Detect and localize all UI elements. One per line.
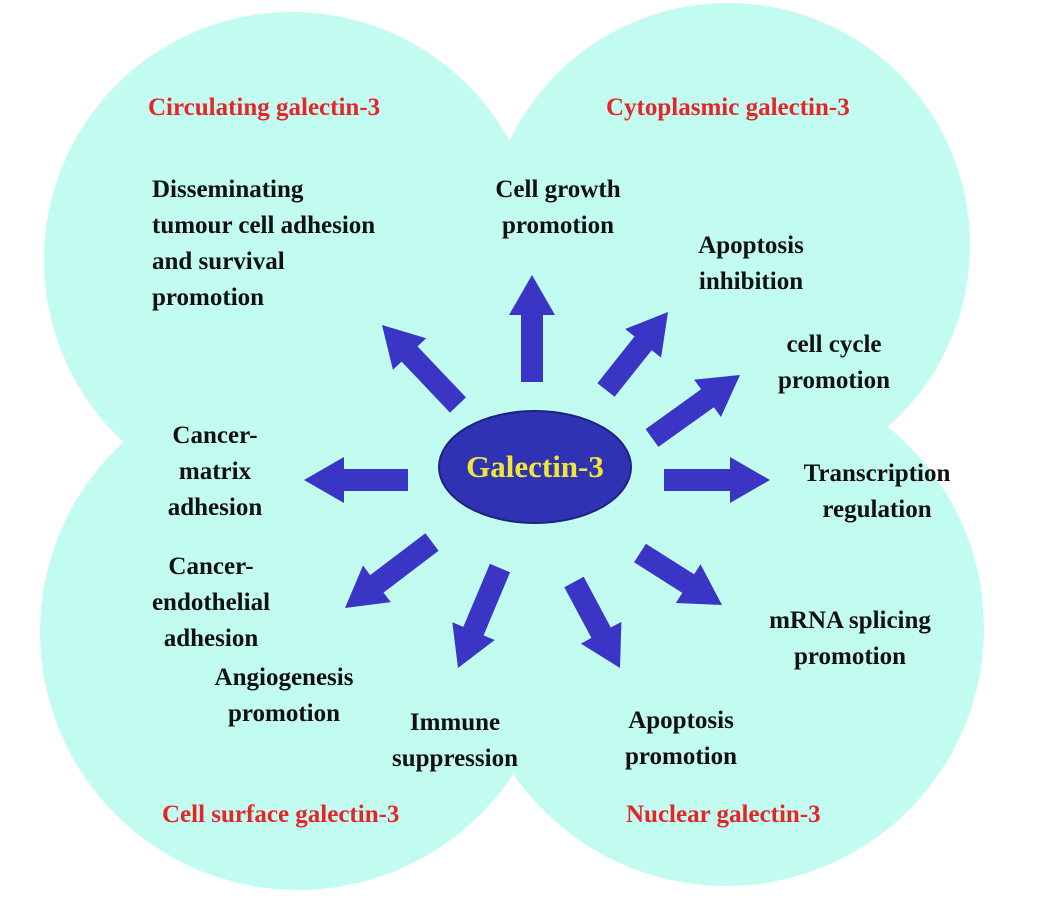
label-line: regulation bbox=[822, 496, 932, 523]
label-line: promotion bbox=[777, 367, 891, 394]
label-line: endothelial bbox=[151, 589, 271, 616]
label-apoptosis-promotion: Apoptosis promotion bbox=[602, 703, 760, 775]
arrow-group bbox=[304, 275, 770, 668]
label-line: Cell growth bbox=[495, 176, 621, 203]
arrow-up-right-icon bbox=[597, 312, 668, 397]
label-line: matrix bbox=[178, 458, 252, 485]
label-line: Apoptosis bbox=[628, 707, 734, 734]
arrow-up-left-icon bbox=[382, 325, 466, 413]
label-line: cell cycle bbox=[786, 331, 882, 358]
title-circulating: Circulating galectin-3 bbox=[148, 94, 381, 121]
label-line: Immune bbox=[409, 709, 501, 736]
label-angiogenesis: Angiogenesis promotion bbox=[196, 660, 372, 732]
label-cell-growth: Cell growth promotion bbox=[478, 172, 638, 244]
label-line: tumour cell adhesion bbox=[152, 212, 376, 239]
label-apoptosis-inhibition: Apoptosis inhibition bbox=[676, 228, 826, 300]
title-cytoplasmic: Cytoplasmic galectin-3 bbox=[606, 94, 850, 121]
label-line: Disseminating bbox=[152, 176, 304, 203]
arrow-right-icon bbox=[664, 457, 770, 503]
label-line: promotion bbox=[227, 700, 341, 727]
label-mrna-splicing: mRNA splicing promotion bbox=[745, 603, 955, 675]
arrow-left-down-icon bbox=[345, 533, 439, 608]
label-line: Apoptosis bbox=[698, 232, 804, 259]
label-line: promotion bbox=[501, 212, 615, 239]
arrow-up-icon bbox=[509, 275, 555, 382]
title-nuclear: Nuclear galectin-3 bbox=[626, 801, 821, 828]
core-label: Galectin-3 bbox=[466, 449, 604, 484]
arrow-down-left-icon bbox=[452, 563, 511, 668]
label-line: adhesion bbox=[163, 625, 259, 652]
label-cell-cycle: cell cycle promotion bbox=[754, 327, 914, 399]
title-cell-surface: Cell surface galectin-3 bbox=[162, 801, 400, 828]
arrow-right-down-icon bbox=[634, 543, 722, 605]
label-line: suppression bbox=[392, 745, 518, 772]
label-cancer-matrix: Cancer- matrix adhesion bbox=[140, 418, 290, 526]
label-line: mRNA splicing bbox=[769, 607, 931, 634]
label-line: promotion bbox=[793, 643, 907, 670]
label-immune: Immune suppression bbox=[372, 705, 538, 777]
label-line: Cancer- bbox=[168, 553, 254, 580]
label-line: Angiogenesis bbox=[214, 664, 354, 691]
label-line: adhesion bbox=[167, 494, 263, 521]
arrow-left-icon bbox=[304, 457, 408, 503]
label-line: Cancer- bbox=[172, 422, 258, 449]
galectin-core bbox=[438, 410, 632, 524]
label-cancer-endothelial: Cancer- endothelial adhesion bbox=[126, 549, 296, 657]
arrow-right-up-icon bbox=[645, 375, 740, 447]
label-line: and survival bbox=[152, 248, 285, 275]
label-line: promotion bbox=[624, 743, 738, 770]
label-line: inhibition bbox=[698, 268, 804, 295]
label-disseminating: Disseminating tumour cell adhesion and s… bbox=[152, 172, 375, 316]
label-transcription: Transcription regulation bbox=[782, 456, 972, 528]
label-line: Transcription bbox=[803, 460, 951, 487]
label-line: promotion bbox=[152, 284, 265, 311]
arrow-down-right-icon bbox=[564, 576, 622, 668]
